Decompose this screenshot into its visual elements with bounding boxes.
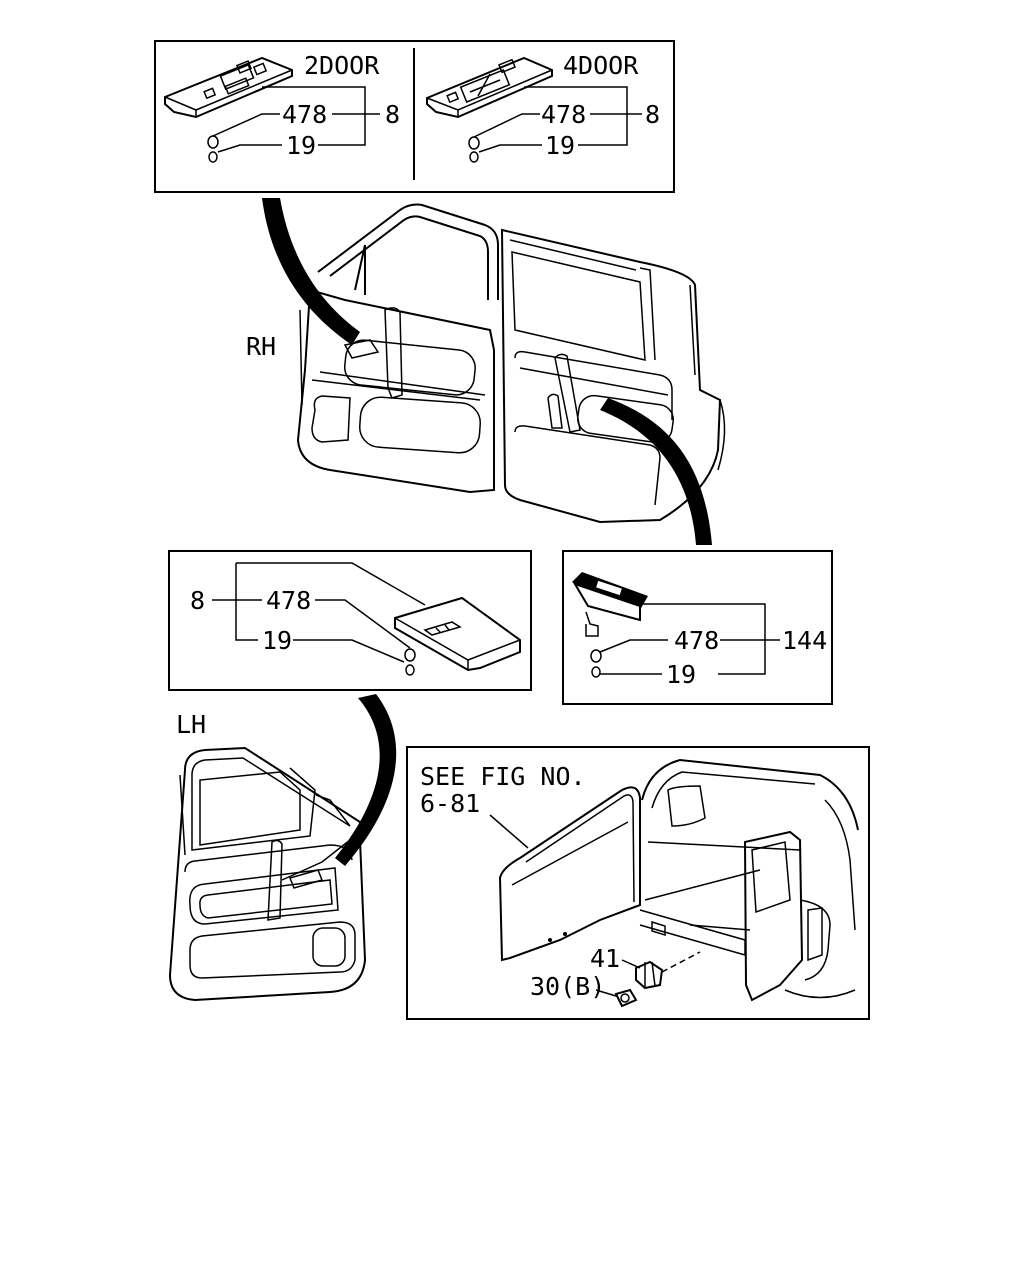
- bulb-icons-rear: [590, 649, 602, 678]
- bulb-icons-2door: [207, 135, 219, 163]
- leader-478-rear: [599, 639, 668, 653]
- tailgate-illustration: [498, 758, 859, 1008]
- bulb-icons-4door: [468, 136, 480, 163]
- switch-panel-4door-illustration: [426, 56, 553, 119]
- leader-478-4door: [473, 113, 540, 138]
- callout-19-2door: 19: [286, 131, 316, 160]
- inset-frame: [168, 550, 532, 691]
- callout-8-2door: 8: [385, 100, 400, 129]
- leader-41: [621, 959, 641, 969]
- callout-478-rear: 478: [674, 626, 719, 655]
- pointer-top-to-front-door: [262, 198, 360, 345]
- callout-478-lh: 478: [266, 586, 311, 615]
- callout-19-4door: 19: [545, 131, 575, 160]
- callout-478-2door: 478: [282, 100, 327, 129]
- label-2door: 2DOOR: [304, 51, 380, 80]
- bracket-8-2door: [262, 86, 380, 146]
- callout-19-rear: 19: [666, 660, 696, 689]
- inset-rear-switch: 478 144 19: [562, 550, 833, 705]
- callout-8-lh: 8: [190, 586, 205, 615]
- callout-8-4door: 8: [645, 100, 660, 129]
- rh-label: RH: [246, 332, 276, 361]
- callout-30b: 30(B): [530, 972, 605, 1001]
- leader-19-4door: [478, 144, 542, 153]
- leader-19-lh: [293, 639, 405, 663]
- bracket-8-lh: [212, 562, 426, 641]
- callout-144-rear: 144: [782, 626, 827, 655]
- switch-panel-2door-illustration: [164, 56, 293, 119]
- see-fig-line1: SEE FIG NO.: [420, 762, 586, 791]
- bracket-144-rear: [640, 603, 780, 675]
- switch-panel-lh-illustration: [394, 596, 521, 672]
- bracket-8-4door: [524, 86, 642, 146]
- inset-master-switch: 2DOOR 478 8 19 4DOOR 478 8 19: [154, 40, 675, 193]
- bulb-icons-lh: [404, 648, 416, 676]
- lh-door-illustration: [168, 746, 367, 1002]
- inset-lh-switch: 8 478 19: [168, 550, 532, 691]
- callout-19-lh: 19: [262, 626, 292, 655]
- inset-frame: [562, 550, 833, 705]
- leader-478-lh: [315, 599, 411, 649]
- leader-478-2door: [212, 113, 280, 137]
- rh-doors-illustration: [296, 203, 726, 524]
- pointer-lh-inset-to-door: [335, 694, 397, 866]
- lh-label: LH: [176, 710, 206, 739]
- inset-frame: [154, 40, 675, 193]
- callout-41: 41: [590, 944, 620, 973]
- pointer-rear-door-to-inset: [600, 398, 712, 545]
- leader-see-fig: [489, 814, 529, 849]
- inset-tailgate: SEE FIG NO. 6-81: [406, 746, 870, 1020]
- see-fig-line2: 6-81: [420, 789, 480, 818]
- callout-478-4door: 478: [541, 100, 586, 129]
- switch-panel-rear-illustration: [572, 572, 648, 637]
- inset-frame: [406, 746, 870, 1020]
- leader-19-2door: [217, 144, 282, 153]
- label-4door: 4DOOR: [563, 51, 639, 80]
- leader-30b: [595, 989, 617, 997]
